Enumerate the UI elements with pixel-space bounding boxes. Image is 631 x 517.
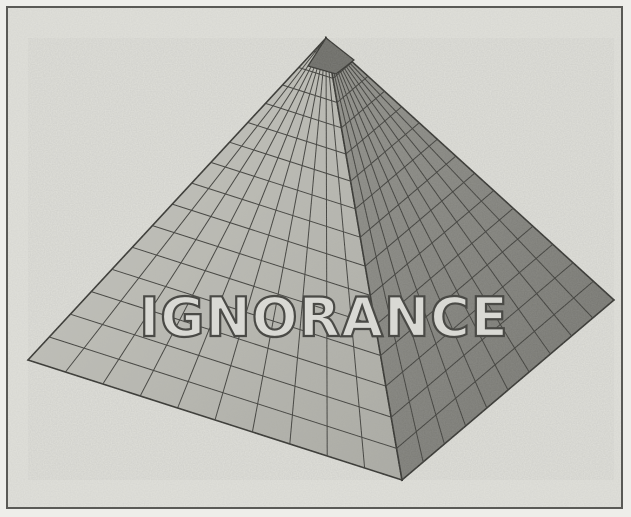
illustration-frame: IGNORANCE xyxy=(6,6,623,509)
pyramid-illustration: IGNORANCE xyxy=(8,8,621,507)
ignorance-label: IGNORANCE xyxy=(139,286,509,349)
